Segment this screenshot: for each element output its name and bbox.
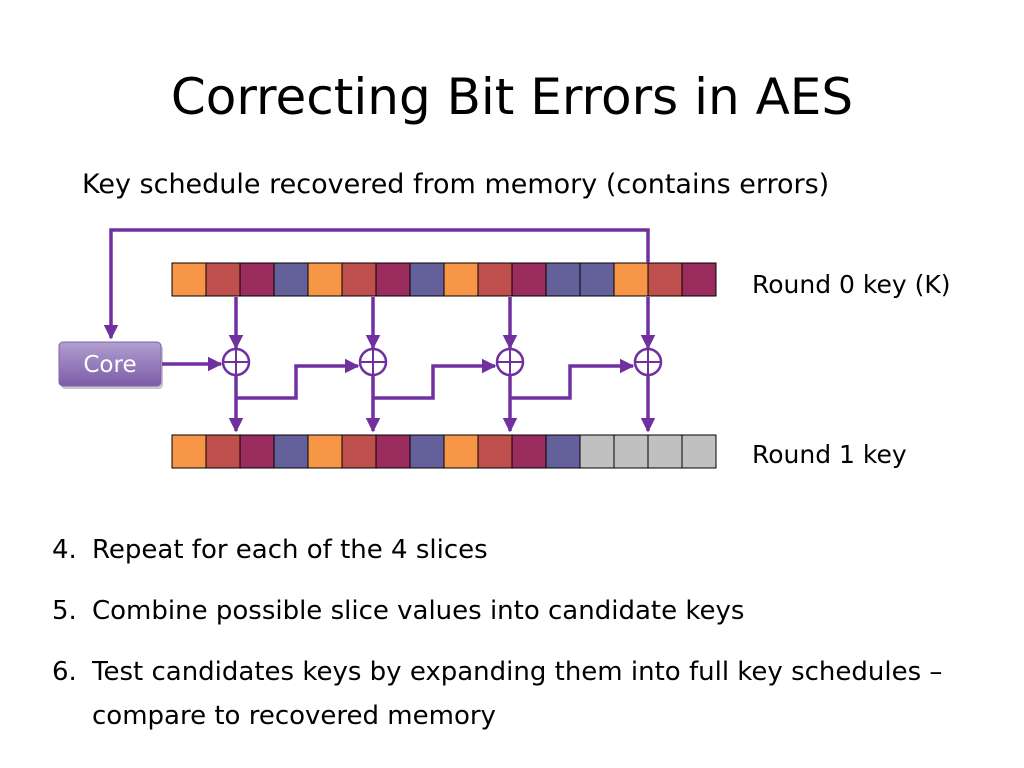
slide-title: Correcting Bit Errors in AES bbox=[170, 68, 854, 126]
round-1-key-cell bbox=[239, 434, 275, 469]
round-1-key-cell bbox=[443, 434, 479, 469]
chain-arrow bbox=[373, 358, 497, 400]
round-0-key-cell bbox=[511, 262, 547, 297]
feedback-arrow bbox=[103, 228, 650, 340]
round-1-key-cell bbox=[205, 434, 241, 469]
round-0-key-cell bbox=[375, 262, 411, 297]
chain-arrow bbox=[510, 358, 635, 400]
slide-subtitle: Key schedule recovered from memory (cont… bbox=[82, 169, 830, 200]
round-0-key-cell bbox=[171, 262, 207, 297]
round-1-key-cell bbox=[545, 434, 581, 469]
step-number: 5. bbox=[52, 596, 77, 626]
round-0-key-cell bbox=[613, 262, 649, 297]
round-1-key-cell bbox=[647, 434, 683, 469]
round-0-key-cell bbox=[545, 262, 581, 297]
core-box: Core bbox=[58, 341, 163, 389]
round-1-key-cell bbox=[273, 434, 309, 469]
round-0-key-cell bbox=[681, 262, 717, 297]
round-0-key-cell bbox=[239, 262, 275, 297]
round-0-key-cell bbox=[443, 262, 479, 297]
round-1-key-cell bbox=[171, 434, 207, 469]
list-item: 4. Repeat for each of the 4 slices bbox=[52, 528, 1002, 572]
chain-arrow bbox=[236, 358, 360, 400]
round-1-key-cell bbox=[579, 434, 615, 469]
round-1-key-cell bbox=[375, 434, 411, 469]
round-1-key-cell bbox=[511, 434, 547, 469]
round-1-key-cell bbox=[409, 434, 445, 469]
list-item: 5. Combine possible slice values into ca… bbox=[52, 589, 1002, 633]
round-1-key-cell bbox=[307, 434, 343, 469]
steps-list: 4. Repeat for each of the 4 slices 5. Co… bbox=[52, 528, 1002, 738]
connector-arrows bbox=[103, 228, 656, 433]
step-number: 6. bbox=[52, 657, 77, 687]
round-0-label: Round 0 key (K) bbox=[752, 270, 951, 299]
step-number: 4. bbox=[52, 535, 77, 565]
round-0-key-cell bbox=[273, 262, 309, 297]
step-text: Combine possible slice values into candi… bbox=[92, 596, 745, 626]
round-1-key-cell bbox=[477, 434, 513, 469]
round-1-key-cell bbox=[613, 434, 649, 469]
round-1-key-cell bbox=[681, 434, 717, 469]
round-0-key-cell bbox=[579, 262, 615, 297]
round-0-key-cell bbox=[307, 262, 343, 297]
core-label: Core bbox=[83, 352, 136, 378]
round-0-key-cell bbox=[341, 262, 377, 297]
list-item: 6. Test candidates keys by expanding the… bbox=[52, 650, 1002, 738]
round-0-key-row bbox=[171, 262, 717, 297]
round-0-key-cell bbox=[477, 262, 513, 297]
round-1-key-cell bbox=[341, 434, 377, 469]
round-0-key-cell bbox=[409, 262, 445, 297]
round-1-label: Round 1 key bbox=[752, 440, 907, 469]
round-1-key-row bbox=[171, 434, 717, 469]
round-0-key-cell bbox=[205, 262, 241, 297]
step-text: Repeat for each of the 4 slices bbox=[92, 535, 488, 565]
step-text: Test candidates keys by expanding them i… bbox=[92, 657, 943, 731]
round-0-key-cell bbox=[647, 262, 683, 297]
xor-operators bbox=[221, 347, 663, 377]
